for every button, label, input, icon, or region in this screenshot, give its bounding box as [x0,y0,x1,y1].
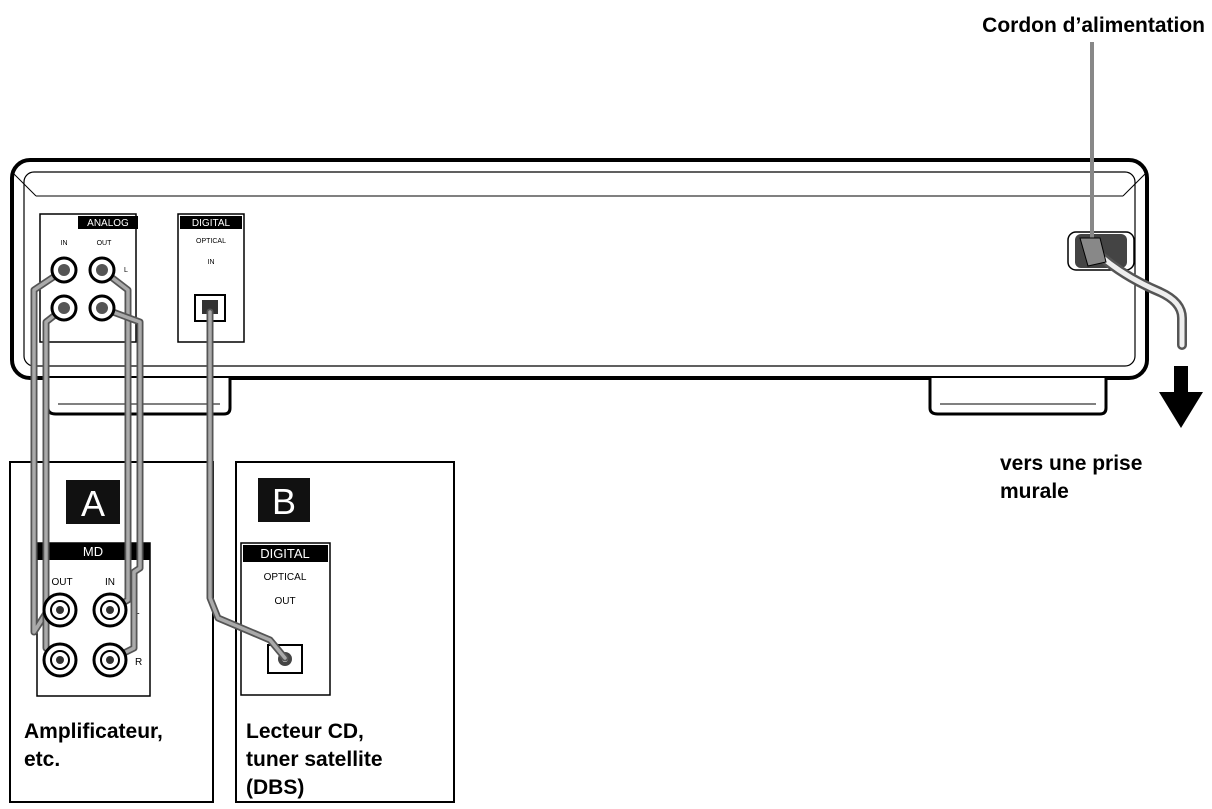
md-jack-in-r [92,642,128,678]
box-b-caption-line2: tuner satellite [246,748,383,771]
analog-l-label: L [124,267,128,274]
analog-out-label: OUT [97,240,113,247]
box-b-caption-line1: Lecteur CD, [246,720,364,743]
digital-out-label: OUT [274,596,295,607]
foot-right [928,378,1108,416]
badge-b-label: B [272,481,296,522]
deck-rca-jacks [50,256,116,322]
md-in-label: IN [105,577,115,588]
down-arrow-icon [1159,366,1203,428]
wall-outlet-label-line1: vers une prise [1000,452,1142,475]
digital-out-header: DIGITAL [260,546,310,561]
digital-out-optical-label: OPTICAL [264,572,307,583]
badge-a [66,480,120,524]
md-rca-jacks [42,592,128,678]
power-cord [1079,42,1187,350]
digital-optical-label: OPTICAL [196,238,226,245]
digital-in-label: IN [208,259,215,266]
wall-outlet-label-line2: murale [1000,480,1069,503]
jack-in-l [50,256,78,284]
md-header: MD [83,544,103,559]
box-b-caption-line3: (DBS) [246,776,304,799]
power-cord-label: Cordon d’alimentation [982,14,1205,37]
badge-a-label: A [81,483,105,524]
box-b: B DIGITAL OPTICAL OUT Lecteur CD, tuner … [235,461,455,803]
box-a-caption-line2: etc. [24,748,60,771]
deck-rear-panel [10,158,1149,380]
analog-in-label: IN [61,240,68,247]
analog-header: ANALOG [87,218,129,229]
md-out-label: OUT [51,577,72,588]
jack-in-r [50,294,78,322]
box-a: A MD OUT IN L R Amplificateur, etc. [9,461,214,803]
badge-b [258,478,310,522]
md-r-label: R [135,657,142,668]
jack-out-l [88,256,116,284]
md-jack-out-r [42,642,78,678]
box-a-caption-line1: Amplificateur, [24,720,163,743]
jack-out-r [88,294,116,322]
md-jack-in-l [92,592,128,628]
md-jack-out-l [42,592,78,628]
digital-header: DIGITAL [192,218,231,229]
digital-out-panel: DIGITAL OPTICAL OUT [240,542,331,696]
